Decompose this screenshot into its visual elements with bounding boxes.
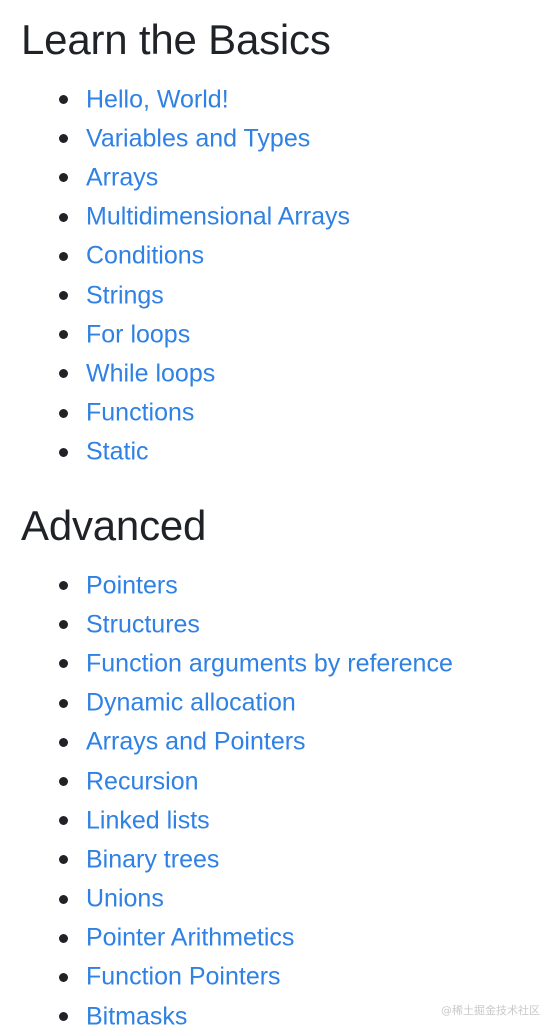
bullet-icon (59, 972, 68, 982)
topic-link-recursion[interactable]: Recursion (86, 767, 199, 796)
bullet-icon (59, 894, 68, 904)
topic-link-arrays[interactable]: Arrays (86, 163, 159, 192)
bullet-icon (59, 251, 68, 261)
topic-link-binary-trees[interactable]: Binary trees (86, 845, 220, 874)
bullet-icon (59, 855, 68, 865)
basics-heading: Learn the Basics (21, 16, 331, 63)
topic-link-arrays-and-pointers[interactable]: Arrays and Pointers (86, 727, 306, 756)
topic-link-unions[interactable]: Unions (86, 884, 164, 913)
watermark: @稀土掘金技术社区 (441, 1004, 540, 1017)
bullet-icon (59, 737, 68, 747)
bullet-icon (59, 369, 68, 379)
topic-link-function-pointers[interactable]: Function Pointers (86, 962, 281, 991)
topic-link-variables-and-types[interactable]: Variables and Types (86, 124, 311, 153)
bullet-icon (59, 212, 68, 222)
topic-link-conditions[interactable]: Conditions (86, 241, 205, 270)
bullet-icon (59, 173, 68, 183)
topic-link-hello-world[interactable]: Hello, World! (86, 85, 229, 114)
topic-link-dynamic-allocation[interactable]: Dynamic allocation (86, 688, 296, 717)
topic-link-function-arguments-by-reference[interactable]: Function arguments by reference (86, 649, 453, 678)
topic-link-strings[interactable]: Strings (86, 281, 164, 310)
topic-link-linked-lists[interactable]: Linked lists (86, 806, 210, 835)
bullet-icon (59, 447, 68, 457)
advanced-heading: Advanced (21, 502, 207, 549)
topic-link-while-loops[interactable]: While loops (86, 359, 216, 388)
topic-link-pointers[interactable]: Pointers (86, 571, 178, 600)
bullet-icon (59, 408, 68, 418)
topic-link-bitmasks[interactable]: Bitmasks (86, 1002, 188, 1031)
topic-link-for-loops[interactable]: For loops (86, 320, 191, 349)
bullet-icon (59, 581, 68, 591)
topic-link-pointer-arithmetics[interactable]: Pointer Arithmetics (86, 923, 295, 952)
bullet-icon (59, 134, 68, 144)
bullet-icon (59, 659, 68, 669)
bullet-icon (59, 816, 68, 826)
topic-link-static[interactable]: Static (86, 437, 149, 466)
bullet-icon (59, 777, 68, 787)
topic-link-functions[interactable]: Functions (86, 398, 195, 427)
bullet-icon (59, 698, 68, 708)
bullet-icon (59, 933, 68, 943)
topic-link-multidimensional-arrays[interactable]: Multidimensional Arrays (86, 202, 350, 231)
topic-link-structures[interactable]: Structures (86, 610, 200, 639)
bullet-icon (59, 620, 68, 630)
bullet-icon (59, 330, 68, 340)
bullet-icon (59, 291, 68, 301)
bullet-icon (59, 1012, 68, 1022)
bullet-icon (59, 95, 68, 105)
